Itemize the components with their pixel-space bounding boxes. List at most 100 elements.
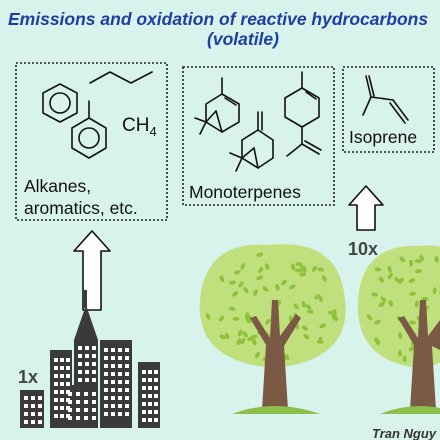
methane-label: CH4	[122, 115, 157, 139]
building-window	[148, 410, 152, 414]
beta-pinene-structure-icon	[229, 111, 274, 172]
leaf-speckle	[219, 275, 225, 283]
building-window	[118, 348, 122, 352]
leaf-speckle	[409, 320, 416, 325]
tree-multiplier-label: 10x	[348, 239, 378, 259]
leaf-speckle	[321, 275, 327, 282]
building-window	[60, 406, 64, 410]
tree-left-icon	[199, 244, 346, 414]
building-window	[54, 358, 58, 362]
building-window	[92, 392, 96, 396]
leaf-speckle	[264, 263, 270, 270]
leaf-speckle	[399, 256, 406, 263]
author-credit: Tran Nguy	[372, 426, 437, 440]
monoterpenes-label: Monoterpenes	[189, 182, 301, 202]
leaf-speckle	[219, 334, 226, 340]
building-window	[38, 412, 42, 416]
building-window	[125, 404, 129, 408]
leaf-speckle	[252, 338, 257, 346]
building-window	[60, 358, 64, 362]
leaf-speckle	[218, 315, 225, 322]
building-window	[60, 382, 64, 386]
building-window	[104, 388, 108, 392]
building-window	[142, 410, 146, 414]
building-window	[54, 414, 58, 418]
building-window	[31, 404, 35, 408]
tree-emission-arrow-icon	[348, 185, 384, 231]
leaf-speckle	[306, 309, 314, 314]
building-window	[66, 374, 70, 378]
leaf-speckle	[394, 277, 401, 283]
building-window	[104, 404, 108, 408]
leaf-speckle	[419, 254, 424, 262]
isoprene-label: Isoprene	[349, 127, 417, 147]
building-window	[154, 410, 158, 414]
building-window	[118, 364, 122, 368]
leaf-speckle	[229, 280, 236, 285]
building-window	[60, 390, 64, 394]
building-window	[84, 416, 88, 420]
building-window	[92, 400, 96, 404]
building-window	[66, 382, 70, 386]
leaf-speckle	[244, 312, 250, 319]
leaf-speckle	[299, 272, 307, 277]
leaf-speckle	[301, 300, 306, 308]
building-window	[142, 402, 146, 406]
leaf-speckle	[265, 318, 271, 325]
building-window	[54, 406, 58, 410]
building-window	[92, 346, 96, 350]
building-window	[78, 362, 82, 366]
building-window	[154, 402, 158, 406]
building-window	[68, 416, 72, 420]
leaf-speckle	[375, 338, 381, 346]
building-window	[85, 346, 89, 350]
leaf-speckle	[280, 279, 287, 286]
leaf-speckle	[205, 313, 211, 320]
anthropogenic-label-line-1: Alkanes,	[24, 176, 91, 196]
butane-structure-icon	[89, 71, 153, 84]
building-window	[125, 372, 129, 376]
leaf-speckle	[311, 265, 318, 272]
building-window	[148, 378, 152, 382]
leaf-speckle	[374, 319, 381, 325]
building-window	[148, 394, 152, 398]
building-window	[60, 366, 64, 370]
tree-right-icon	[357, 245, 440, 414]
building-window	[125, 348, 129, 352]
leaf-speckle	[305, 304, 312, 310]
leaf-speckle	[293, 303, 300, 310]
leaf-speckle	[366, 314, 373, 321]
building-window	[148, 386, 152, 390]
building-window	[154, 418, 158, 422]
leaf-speckle	[232, 291, 239, 297]
building-window	[92, 362, 96, 366]
leaf-speckle	[236, 338, 242, 346]
leaf-speckle	[243, 286, 249, 294]
leaf-speckle	[415, 269, 422, 274]
building-window	[104, 356, 108, 360]
building-window	[118, 380, 122, 384]
leaf-speckle	[275, 283, 280, 291]
toluene-structure-icon	[71, 100, 107, 159]
building-window	[92, 370, 96, 374]
leaf-speckle	[242, 331, 248, 338]
building-window	[78, 370, 82, 374]
leaf-speckle	[378, 276, 385, 283]
building-window	[92, 408, 96, 412]
building-window	[125, 396, 129, 400]
building-window	[85, 370, 89, 374]
building-window	[104, 396, 108, 400]
leaf-speckle	[245, 318, 252, 324]
building-window	[85, 362, 89, 366]
building-window	[78, 354, 82, 358]
title-line-2: (volatile)	[207, 29, 279, 49]
building-window	[76, 416, 80, 420]
leaf-speckle	[318, 336, 323, 344]
building-window	[125, 356, 129, 360]
building-window	[111, 404, 115, 408]
building-window	[142, 378, 146, 382]
building-window	[54, 398, 58, 402]
building-window	[118, 356, 122, 360]
leaf-speckle	[332, 309, 337, 317]
